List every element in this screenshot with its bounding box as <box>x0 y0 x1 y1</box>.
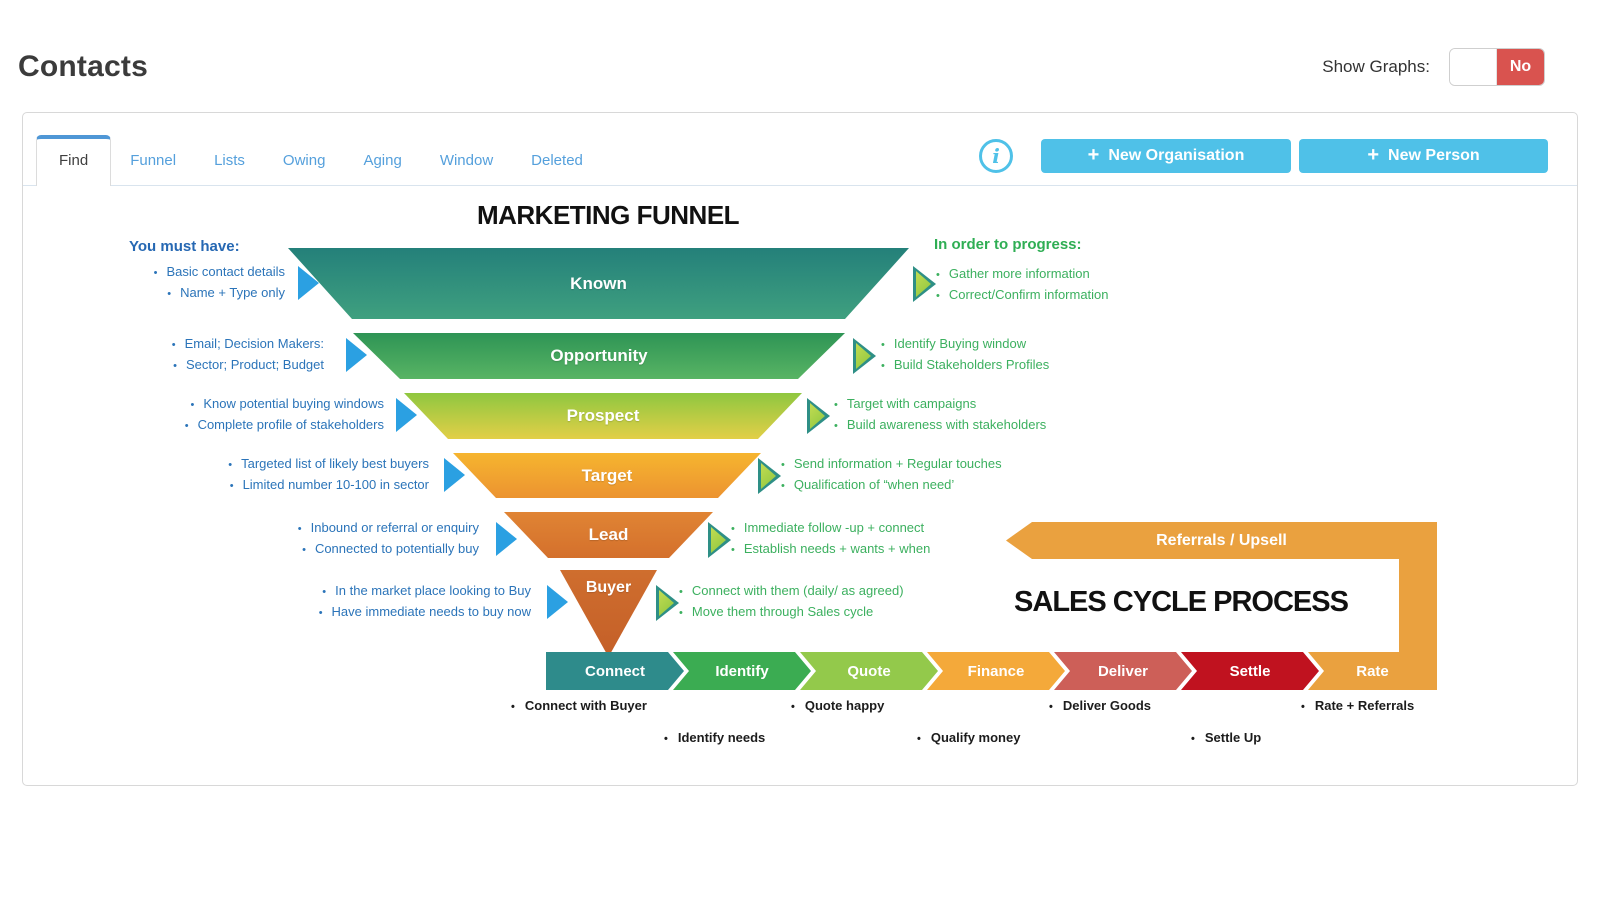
toggle-value-badge[interactable]: No <box>1497 49 1544 85</box>
progress-opportunity: Identify Buying windowBuild Stakeholders… <box>881 334 1141 376</box>
cycle-step-finance: Finance <box>927 652 1065 690</box>
stage-label-known: Known <box>570 273 627 293</box>
cycle-step-identify: Identify <box>673 652 811 690</box>
arrow-right-icon <box>444 458 465 492</box>
requirements-prospect: Know potential buying windowsComplete pr… <box>124 394 384 436</box>
progress-prospect: Target with campaignsBuild awareness wit… <box>834 394 1114 436</box>
stage-label-opportunity: Opportunity <box>550 346 648 365</box>
progress-known: Gather more informationCorrect/Confirm i… <box>936 264 1196 306</box>
new-organisation-button[interactable]: + New Organisation <box>1041 139 1291 173</box>
referrals-upsell-banner: Referrals / Upsell <box>1006 522 1437 559</box>
new-person-button[interactable]: + New Person <box>1299 139 1548 173</box>
requirements-lead: Inbound or referral or enquiryConnected … <box>229 518 479 560</box>
sales-cycle-title: SALES CYCLE PROCESS <box>1014 586 1349 618</box>
tab-window[interactable]: Window <box>439 152 494 169</box>
toggle-off-half[interactable] <box>1450 49 1498 85</box>
funnel-stage-prospect: Prospect <box>404 393 802 439</box>
cycle-step-rate: Rate <box>1308 652 1437 690</box>
arrow-right-icon <box>758 458 781 494</box>
arrow-right-icon <box>913 266 936 302</box>
tab-owing[interactable]: Owing <box>282 152 326 169</box>
stage-label-target: Target <box>581 465 633 485</box>
new-organisation-label: New Organisation <box>1108 147 1245 164</box>
cycle-step-settle: Settle <box>1181 652 1319 690</box>
cycle-note: Deliver Goods <box>1049 698 1151 713</box>
cycle-note: Connect with Buyer <box>511 698 647 713</box>
contacts-card: Find Funnel Lists Owing Aging Window Del… <box>22 112 1578 786</box>
right-column-heading: In order to progress: <box>934 236 1082 253</box>
tab-funnel[interactable]: Funnel <box>130 152 177 169</box>
progress-lead: Immediate follow -up + connectEstablish … <box>731 518 1001 560</box>
stage-label-prospect: Prospect <box>566 406 640 425</box>
progress-target: Send information + Regular touchesQualif… <box>781 454 1071 496</box>
plus-icon: + <box>1087 143 1100 166</box>
requirements-target: Targeted list of likely best buyersLimit… <box>169 454 429 496</box>
show-graphs-toggle[interactable]: No <box>1449 48 1545 86</box>
arrow-right-icon <box>807 398 830 434</box>
new-person-label: New Person <box>1388 147 1480 164</box>
header-actions: i + New Organisation + New Person <box>979 139 1548 173</box>
requirements-known: Basic contact detailsName + Type only <box>45 262 285 304</box>
funnel-stage-lead: Lead <box>504 512 713 558</box>
show-graphs-control: Show Graphs: No <box>1322 48 1545 86</box>
top-bar: Contacts Show Graphs: No <box>0 0 1600 100</box>
funnel-title: MARKETING FUNNEL <box>476 200 740 230</box>
arrow-right-icon <box>496 522 517 556</box>
stage-label-buyer: Buyer <box>585 579 632 596</box>
stage-label-lead: Lead <box>588 525 629 544</box>
referrals-upsell-label: Referrals / Upsell <box>1156 531 1287 549</box>
left-column-heading: You must have: <box>129 238 240 255</box>
info-icon[interactable]: i <box>979 139 1013 173</box>
funnel-stage-opportunity: Opportunity <box>353 333 845 379</box>
progress-buyer: Connect with them (daily/ as agreed)Move… <box>679 581 979 623</box>
requirements-buyer: In the market place looking to BuyHave i… <box>261 581 531 623</box>
cycle-step-deliver: Deliver <box>1054 652 1192 690</box>
tab-bar: Find Funnel Lists Owing Aging Window Del… <box>36 113 602 186</box>
show-graphs-label: Show Graphs: <box>1322 57 1430 76</box>
page-title: Contacts <box>18 50 148 83</box>
funnel-stage-buyer: Buyer <box>560 570 657 657</box>
tab-find[interactable]: Find <box>36 135 112 186</box>
cycle-note: Quote happy <box>791 698 884 713</box>
card-header: Find Funnel Lists Owing Aging Window Del… <box>23 113 1577 186</box>
tab-aging[interactable]: Aging <box>363 152 402 169</box>
cycle-note: Rate + Referrals <box>1301 698 1414 713</box>
plus-icon: + <box>1367 143 1380 166</box>
cycle-note: Identify needs <box>664 730 765 745</box>
tab-deleted[interactable]: Deleted <box>531 152 583 169</box>
cycle-step-quote: Quote <box>800 652 938 690</box>
marketing-funnel-diagram: MARKETING FUNNEL You must have: In order… <box>23 186 1577 785</box>
arrow-right-icon <box>656 585 679 621</box>
funnel-stage-target: Target <box>453 453 761 498</box>
cycle-note: Qualify money <box>917 730 1021 745</box>
arrow-right-icon <box>853 338 876 374</box>
arrow-right-icon <box>708 522 731 558</box>
funnel-stage-known: Known <box>288 248 909 319</box>
arrow-right-icon <box>547 585 568 619</box>
requirements-opportunity: Email; Decision Makers:Sector; Product; … <box>84 334 324 376</box>
tab-lists[interactable]: Lists <box>214 152 245 169</box>
cycle-step-connect: Connect <box>546 652 684 690</box>
cycle-note: Settle Up <box>1191 730 1261 745</box>
